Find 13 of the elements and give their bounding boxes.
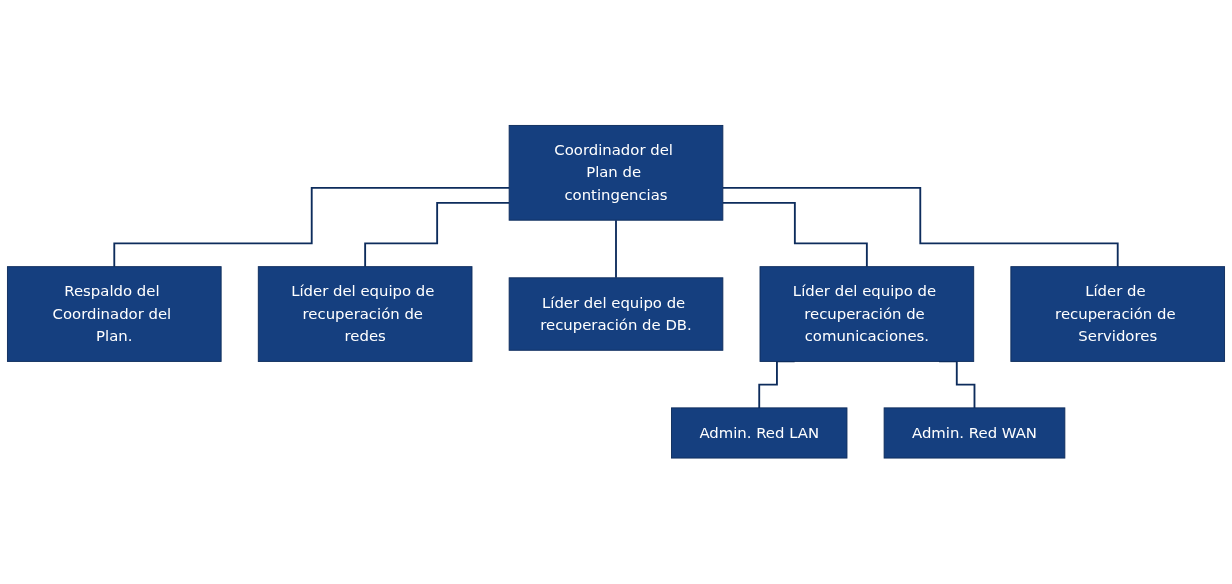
node-box: Líder del equipo de recuperación de comunicaciones. — [759, 266, 975, 363]
node-box: Líder del equipo de recuperación de DB. — [508, 277, 724, 351]
connector — [364, 202, 511, 268]
node-box: Líder del equipo de recuperación de redes — [257, 266, 473, 363]
connector — [721, 202, 868, 268]
connector — [721, 187, 1119, 268]
node-box: Coordinador del Plan de contingencias — [508, 125, 724, 221]
node-box: Respaldo del Coordinador del Plan. — [6, 266, 222, 363]
connector — [615, 219, 617, 279]
connector — [113, 187, 511, 268]
node-box: Líder de recuperación de Servidores — [1010, 266, 1226, 363]
node-box: Admin. Red LAN — [671, 407, 848, 459]
node-box: Admin. Red WAN — [883, 407, 1066, 459]
